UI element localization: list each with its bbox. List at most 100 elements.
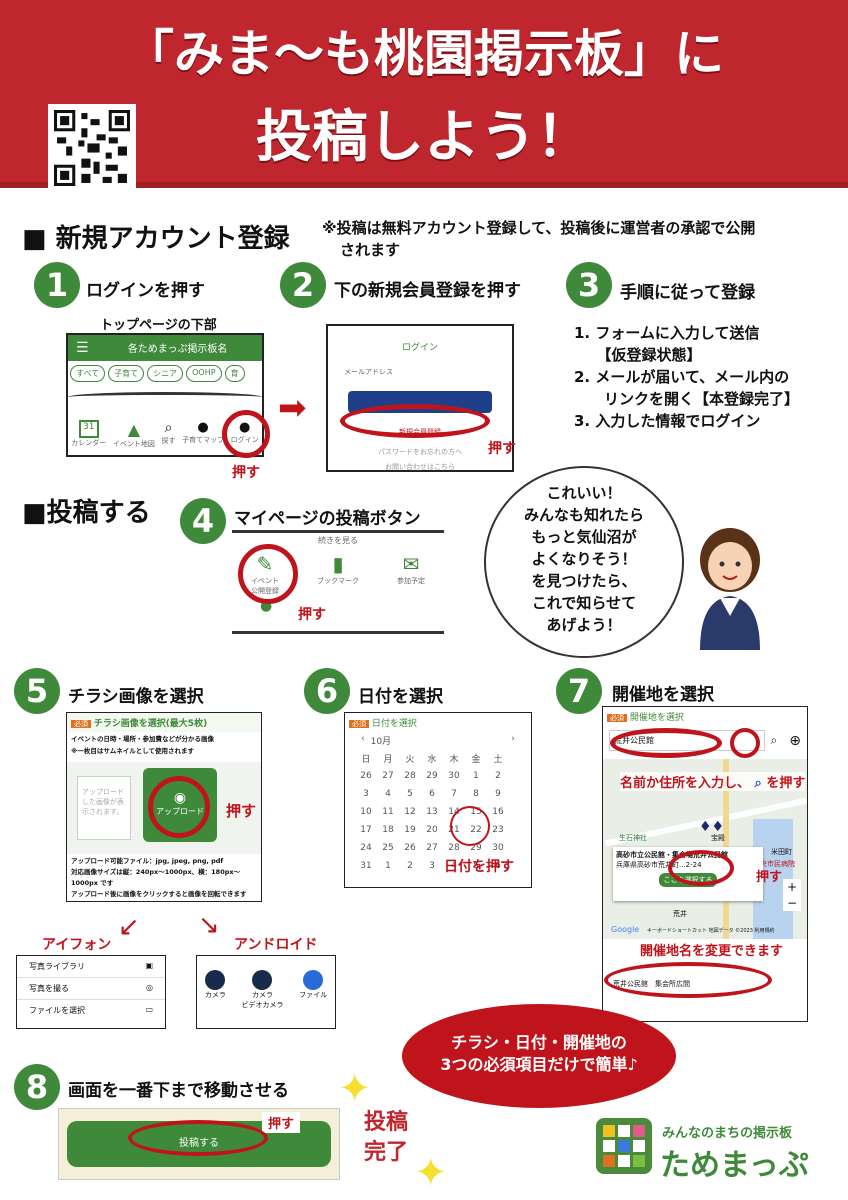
calendar-day[interactable]: 24	[360, 843, 372, 853]
zoom-controls[interactable]: +−	[782, 879, 801, 911]
ios-choose-file[interactable]: ファイルを選択▭	[29, 1005, 153, 1015]
calendar-day[interactable]: 31	[360, 861, 372, 871]
calendar-day[interactable]: 27	[426, 843, 438, 853]
calendar-day[interactable]: 30	[448, 771, 460, 781]
calendar-day[interactable]: 2	[407, 861, 413, 871]
header-banner	[0, 0, 848, 188]
step-3-item: 1. フォームに入力して送信	[574, 324, 760, 342]
tab-parenting-map[interactable]: ●子育てマップ	[182, 420, 225, 444]
arrow-down-right-icon: ↘	[198, 910, 220, 940]
calendar-day[interactable]: 12	[404, 807, 416, 817]
calendar-nav: ‹10月›	[361, 734, 515, 747]
step-3-number: 3	[566, 262, 612, 308]
search-icon[interactable]: ⌕	[770, 733, 778, 747]
android-menu: カメラ カメラビデオカメラ ファイル	[196, 955, 336, 1029]
image-icon: ▣	[145, 961, 153, 970]
calendar-day[interactable]: 5	[407, 789, 413, 799]
login-heading: ログイン	[401, 343, 438, 353]
ios-take-photo[interactable]: 写真を撮る◎	[17, 978, 165, 1000]
sparkle-icon: ✦	[414, 1150, 448, 1196]
login-highlight-ring	[222, 410, 270, 458]
calendar-day[interactable]: 30	[492, 843, 504, 853]
upload-form-header: 必須 チラシ画像を選択(最大5枚)	[67, 713, 261, 732]
post-highlight-ring	[238, 544, 298, 604]
bookmark-button[interactable]: ▮ブックマーク	[317, 552, 359, 585]
locate-icon[interactable]: ⊕	[789, 732, 801, 749]
calendar-day[interactable]: 23	[492, 825, 504, 835]
qr-code-icon[interactable]	[48, 104, 136, 192]
weekday-header: 土	[493, 754, 503, 765]
chip-parenting[interactable]: 子育て	[108, 365, 145, 382]
chevron-left-icon[interactable]: ‹	[361, 734, 365, 744]
calendar-day[interactable]: 13	[426, 807, 438, 817]
search-highlight-ring	[730, 728, 760, 758]
step-7-label: 開催地を選択	[612, 685, 714, 705]
calendar-day[interactable]: 4	[385, 789, 391, 799]
search-icon: ⌕	[164, 420, 173, 436]
calendar-day[interactable]: 28	[448, 843, 460, 853]
step-2-label: 下の新規会員登録を押す	[334, 281, 521, 301]
weekday-header: 火	[405, 754, 415, 765]
step-3-item: リンクを開く【本登録完了】	[574, 390, 800, 408]
android-video[interactable]: カメラビデオカメラ	[241, 970, 283, 1010]
date-form-header: 必須 日付を選択	[345, 713, 531, 732]
tab-event-map[interactable]: ▲イベント地図	[112, 420, 155, 448]
step-7-number: 7	[556, 668, 602, 714]
forgot-link[interactable]: パスワードをお忘れの方へ	[378, 448, 462, 456]
calendar-day[interactable]: 6	[429, 789, 435, 799]
video-icon	[252, 970, 273, 990]
ios-photo-library[interactable]: 写真ライブラリ▣	[17, 956, 165, 978]
chevron-right-icon[interactable]: ›	[511, 734, 515, 744]
cut-wave	[68, 392, 262, 402]
calendar-day[interactable]: 4	[451, 861, 457, 871]
brand-tagline: みんなのまちの掲示板	[662, 1126, 793, 1141]
calendar-day[interactable]: 8	[473, 789, 479, 799]
calendar-day[interactable]: 3	[363, 789, 369, 799]
calendar-day[interactable]: 26	[360, 771, 372, 781]
calendar-day[interactable]: 9	[495, 789, 501, 799]
calendar-day[interactable]: 7	[451, 789, 457, 799]
menu-icon[interactable]: ☰	[76, 340, 89, 356]
app-header: ☰ 各ためまっぷ掲示板名	[68, 335, 262, 361]
calendar-day[interactable]: 29	[426, 771, 438, 781]
step-6-number: 6	[304, 668, 350, 714]
upload-desc-2: ※一枚目はサムネイルとして使用されます	[71, 747, 194, 755]
step-8-push: 押す	[262, 1112, 301, 1133]
calendar-day[interactable]: 19	[404, 825, 416, 835]
tab-search[interactable]: ⌕探す	[161, 420, 176, 445]
calendar-day[interactable]: 16	[492, 807, 504, 817]
calendar-day[interactable]: 5	[473, 861, 479, 871]
chip-senior[interactable]: シニア	[147, 365, 184, 382]
see-more-link[interactable]: 続きを見る	[318, 536, 358, 545]
android-camera[interactable]: カメラ	[205, 970, 226, 1010]
calendar-day[interactable]: 20	[426, 825, 438, 835]
chip-all[interactable]: すべて	[70, 365, 106, 382]
calendar-day[interactable]: 1	[473, 771, 479, 781]
calendar-day[interactable]: 11	[382, 807, 394, 817]
register-highlight-ring	[340, 404, 490, 438]
android-file[interactable]: ファイル	[299, 970, 327, 1010]
calendar-day[interactable]: 2	[495, 771, 501, 781]
calendar-day[interactable]: 27	[382, 771, 394, 781]
calendar-day[interactable]: 18	[382, 825, 394, 835]
calendar-day[interactable]: 25	[382, 843, 394, 853]
calendar-day[interactable]: 28	[404, 771, 416, 781]
input-highlight-ring	[610, 728, 722, 758]
calendar-day[interactable]: 6	[495, 861, 501, 871]
calendar-day[interactable]: 3	[429, 861, 435, 871]
calendar-day[interactable]: 17	[360, 825, 372, 835]
calendar-day[interactable]: 26	[404, 843, 416, 853]
calendar-day[interactable]: 10	[360, 807, 372, 817]
map-pin-icon[interactable]: ♦♦	[699, 819, 725, 835]
chip-hp[interactable]: OOHP	[186, 365, 222, 382]
step-8-label: 画面を一番下まで移動させる	[68, 1081, 289, 1101]
calendar-day[interactable]: 1	[385, 861, 391, 871]
chip-more[interactable]: 育	[224, 365, 245, 382]
contact-link[interactable]: お問い合わせはこちら	[385, 463, 455, 471]
weekday-header: 金	[471, 754, 481, 765]
brand-name: ためまっぷ	[660, 1148, 809, 1183]
calendar-day[interactable]: 29	[470, 843, 482, 853]
step-1-label: ログインを押す	[86, 281, 205, 301]
attend-button[interactable]: ✉参加予定	[397, 552, 425, 585]
